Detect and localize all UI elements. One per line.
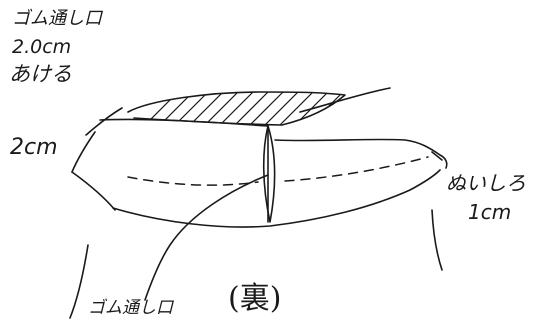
- band-right-top: [274, 138, 441, 156]
- band-left-top: [85, 107, 123, 136]
- band-top-edge: [299, 87, 391, 113]
- band-upper-curve: [99, 118, 269, 127]
- stitch-line: [127, 156, 429, 186]
- band-left-side: [71, 131, 96, 173]
- pointer-line: [144, 174, 269, 301]
- opening-width-label: 2.0cm: [12, 36, 72, 58]
- band-bottom-edge: [112, 169, 441, 228]
- band-left-bottom: [71, 171, 116, 211]
- elastic-opening-label-bottom: ゴム通し口: [88, 298, 173, 318]
- seam-allowance-label: ぬいしろ: [446, 171, 526, 195]
- elastic-slit: [262, 125, 276, 223]
- leave-open-label: あける: [9, 62, 72, 86]
- garment-left-line: [69, 244, 89, 319]
- elastic-opening-label-top: ゴム通し口: [12, 8, 102, 29]
- band-width-label: 2cm: [10, 135, 58, 160]
- seam-allowance-value: 1cm: [468, 200, 512, 224]
- band-right-end: [439, 154, 448, 169]
- garment-right-line: [431, 209, 443, 271]
- wrong-side-label: (裏): [228, 281, 282, 316]
